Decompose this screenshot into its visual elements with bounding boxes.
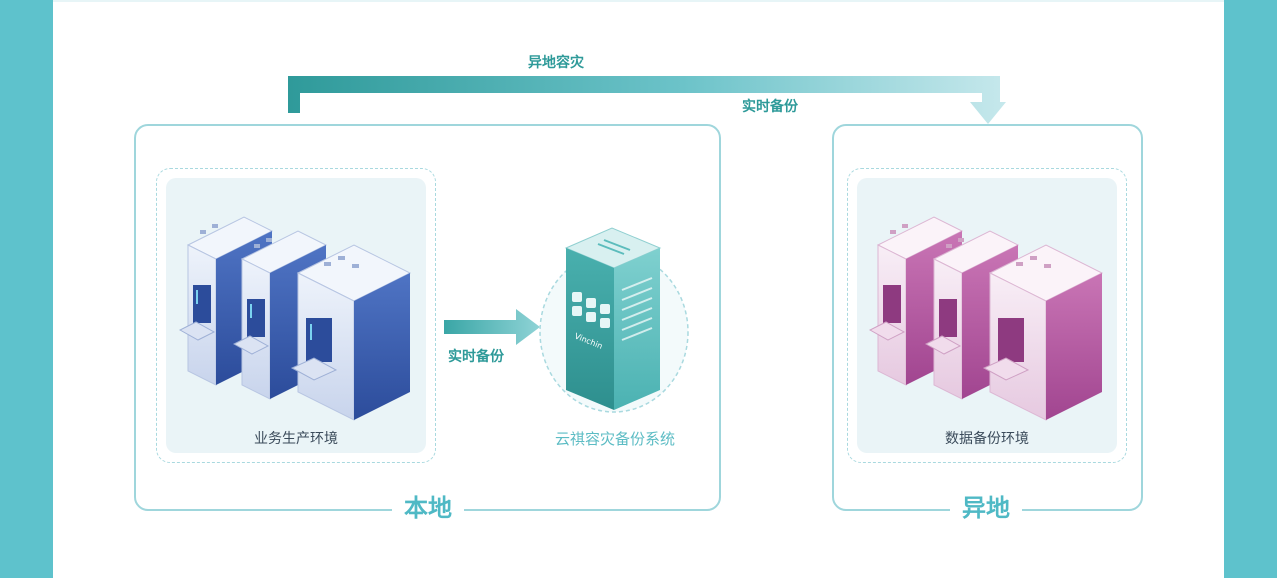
realtime-backup-mid-label: 实时备份 (448, 349, 504, 365)
local-region-title: 本地 (392, 494, 464, 522)
top-divider (53, 0, 1224, 2)
offsite-arrow (288, 76, 1006, 124)
backup-servers-icon (868, 216, 1104, 421)
production-env-label: 业务生产环境 (254, 431, 338, 447)
left-side-band (0, 0, 53, 578)
backup-env-label: 数据备份环境 (945, 431, 1029, 447)
production-servers-icon (178, 216, 412, 421)
remote-region-title: 异地 (950, 494, 1022, 522)
production-env-frame (156, 168, 436, 463)
right-side-band (1224, 0, 1277, 578)
realtime-arrow (444, 309, 540, 345)
offsite-dr-label: 异地容灾 (528, 55, 584, 71)
dr-system-icon: Vinchin (539, 227, 689, 413)
dr-system-label: 云祺容灾备份系统 (554, 430, 675, 448)
backup-env-frame (847, 168, 1127, 463)
realtime-backup-top-label: 实时备份 (742, 99, 798, 115)
